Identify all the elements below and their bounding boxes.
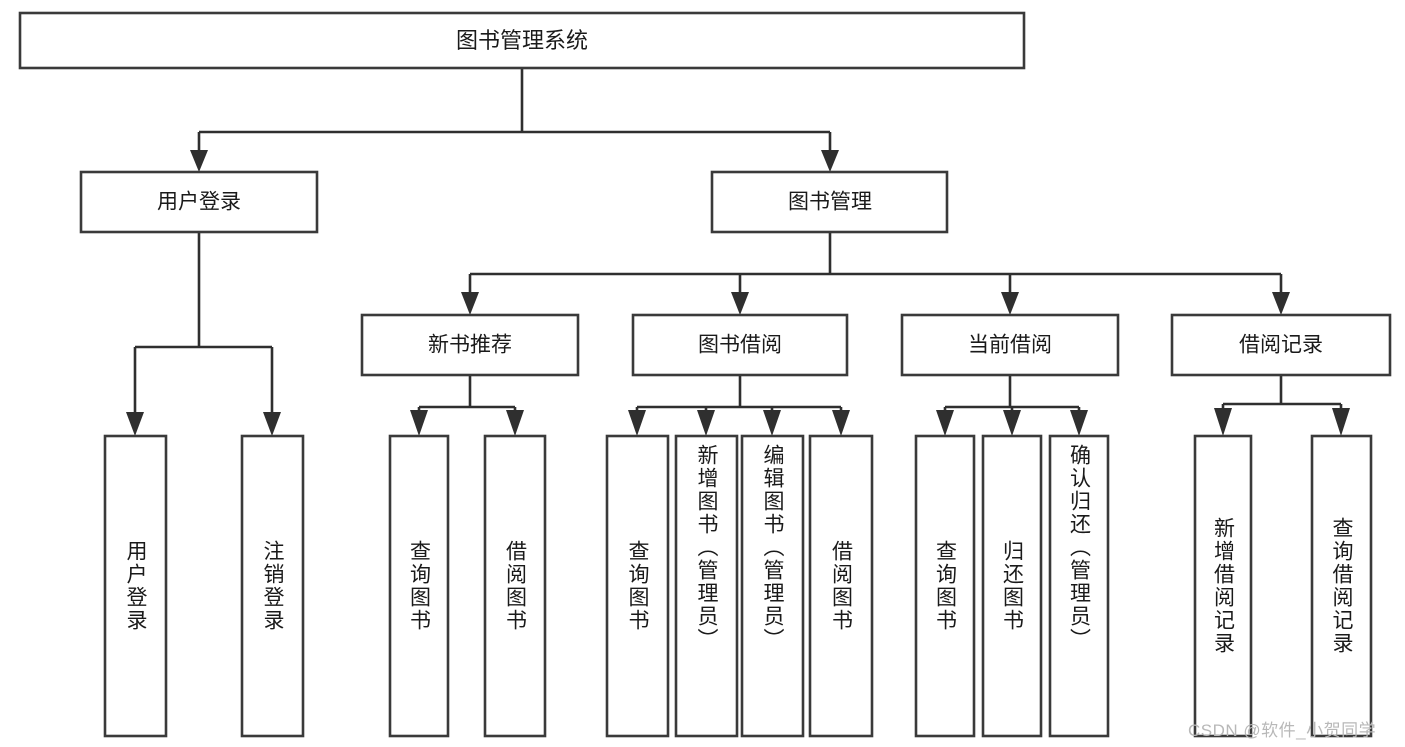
arrow-head-leaf-user-login [126,412,144,436]
node-leaf-confirm-return-box[interactable] [1048,434,1110,738]
node-leaf-borrow-book-box[interactable] [808,434,874,738]
node-leaf-logout-box[interactable] [240,434,305,738]
node-current-borrow-box[interactable] [900,313,1120,377]
arrow-head-user-login [190,150,208,172]
node-new-book-rec[interactable]: 新书推荐 [360,313,580,377]
node-leaf-return-book-box[interactable] [981,434,1043,738]
arrow-head-leaf-confirm-return [1070,410,1088,436]
node-borrow-record[interactable]: 借阅记录 [1170,313,1392,377]
node-leaf-query-book-borrow-box[interactable] [605,434,670,738]
node-current-borrow[interactable]: 当前借阅 [900,313,1120,377]
arrow-head-leaf-return-book [1003,410,1021,436]
arrow-head-leaf-query-book-rec [410,410,428,436]
node-leaf-user-login-box[interactable] [103,434,168,738]
leaf-box-layer [103,434,1373,738]
arrow-head-borrow-record [1272,292,1290,315]
node-leaf-edit-book-box[interactable] [740,434,805,738]
node-user-login-box[interactable] [79,170,319,234]
arrow-head-new-book-rec [461,292,479,315]
csdn-watermark: CSDN @软件_小贺同学 [1188,721,1377,740]
arrow-head-leaf-edit-book [763,410,781,436]
arrow-head-current-borrow [1001,292,1019,315]
node-root[interactable]: 图书管理系统 [18,11,1026,70]
node-user-login[interactable]: 用户登录 [79,170,319,234]
node-leaf-query-book-rec-box[interactable] [388,434,450,738]
arrow-head-leaf-query-book-borrow [628,410,646,436]
node-borrow-record-label: 借阅记录 [1239,334,1323,357]
node-leaf-query-book-current-box[interactable] [914,434,976,738]
node-current-borrow-label: 当前借阅 [968,334,1052,357]
node-new-book-rec-box[interactable] [360,313,580,377]
arrow-head-leaf-add-book [697,410,715,436]
node-root-box[interactable] [18,11,1026,70]
node-book-borrow-label: 图书借阅 [698,334,782,357]
connector-layer [126,68,1350,436]
node-leaf-add-book-box[interactable] [674,434,739,738]
node-book-borrow-box[interactable] [631,313,849,377]
node-leaf-query-record-box[interactable] [1310,434,1373,738]
node-book-borrow[interactable]: 图书借阅 [631,313,849,377]
node-book-manage[interactable]: 图书管理 [710,170,949,234]
arrow-head-book-borrow [731,292,749,315]
node-leaf-add-record-box[interactable] [1193,434,1253,738]
arrow-head-leaf-borrow-book [832,410,850,436]
node-leaf-borrow-book-rec-box[interactable] [483,434,547,738]
node-new-book-rec-label: 新书推荐 [428,334,512,357]
node-book-manage-box[interactable] [710,170,949,234]
arrow-head-leaf-borrow-book-rec [506,410,524,436]
node-borrow-record-box[interactable] [1170,313,1392,377]
arrow-head-leaf-add-record [1214,408,1232,436]
arrow-head-leaf-query-book-current [936,410,954,436]
arrow-head-leaf-logout [263,412,281,436]
arrow-head-book-manage [821,150,839,172]
node-root-label: 图书管理系统 [456,28,588,53]
arrow-head-leaf-query-record [1332,408,1350,436]
node-user-login-label: 用户登录 [157,191,241,214]
node-book-manage-label: 图书管理 [788,191,872,214]
